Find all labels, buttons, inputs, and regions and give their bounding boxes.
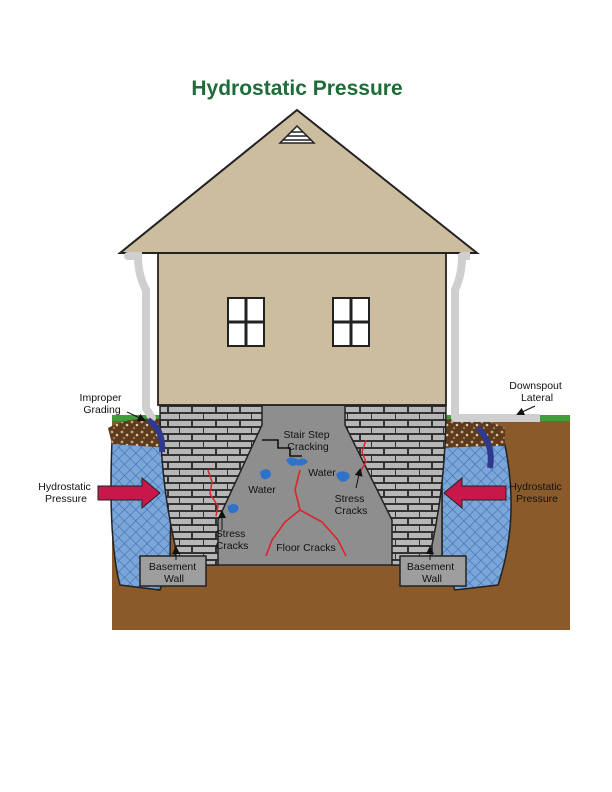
label-stair-step-cracking: Stair Step Cracking bbox=[283, 429, 332, 453]
stress-crack-right bbox=[359, 439, 367, 473]
water-puddle-left bbox=[227, 469, 271, 514]
label-improper-grading: Improper Grading bbox=[80, 392, 125, 416]
label-water-left: Water bbox=[248, 484, 276, 496]
stair-step-crack bbox=[262, 439, 302, 457]
attic-vent bbox=[278, 124, 316, 144]
label-basement-wall-right: Basement Wall bbox=[407, 561, 457, 585]
label-hydrostatic-pressure-left: Hydrostatic Pressure bbox=[38, 481, 93, 505]
water-puddle-stairstep bbox=[286, 457, 308, 466]
diagram-title: Hydrostatic Pressure bbox=[191, 77, 402, 100]
house-siding bbox=[157, 252, 447, 406]
label-hydrostatic-pressure-right: Hydrostatic Pressure bbox=[509, 481, 564, 505]
window-right bbox=[332, 297, 370, 347]
label-downspout-lateral: Downspout Lateral bbox=[509, 380, 564, 404]
footing-left bbox=[139, 555, 207, 587]
downspout-left bbox=[124, 252, 156, 422]
footing-right bbox=[399, 555, 467, 587]
label-stress-cracks-left: Stress Cracks bbox=[216, 528, 249, 552]
label-basement-wall-left: Basement Wall bbox=[149, 561, 199, 585]
downspout-right bbox=[451, 252, 540, 422]
runoff-arrow-right bbox=[475, 425, 494, 469]
floor-crack bbox=[265, 469, 347, 557]
window-left bbox=[227, 297, 265, 347]
label-water-center: Water bbox=[308, 467, 336, 479]
label-floor-cracks: Floor Cracks bbox=[276, 542, 336, 554]
runoff-arrow-left bbox=[146, 417, 166, 453]
pressure-arrow-right bbox=[443, 476, 507, 510]
water-puddle-right bbox=[336, 471, 350, 482]
pressure-arrow-left bbox=[97, 476, 161, 510]
label-stress-cracks-right: Stress Cracks bbox=[335, 493, 368, 517]
stress-crack-left bbox=[207, 469, 219, 517]
